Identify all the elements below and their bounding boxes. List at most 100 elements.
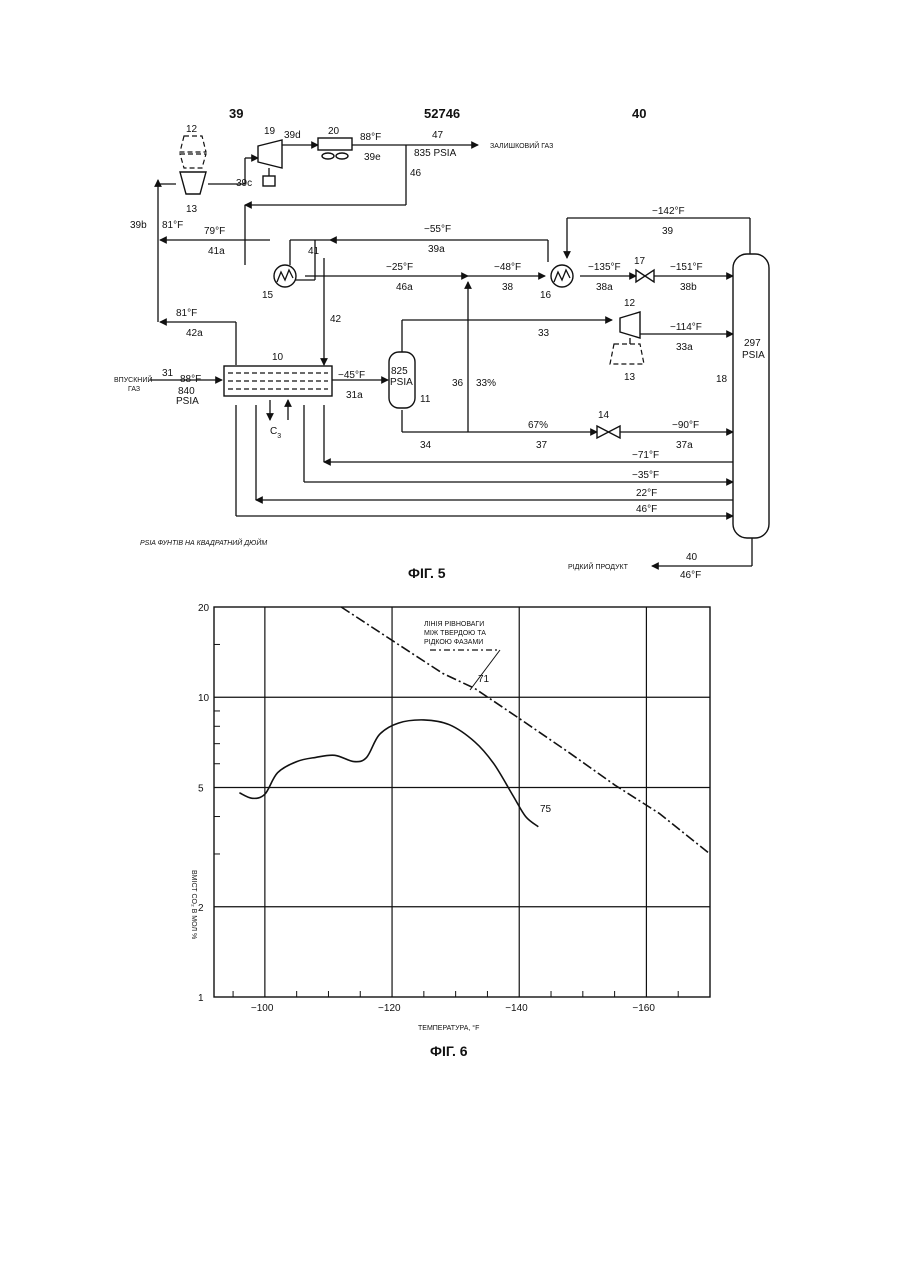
label-81F-b: 81°F xyxy=(176,308,197,319)
psia-footnote: PSIA ФУНТІВ НА КВАДРАТНИЙ ДЮЙМ xyxy=(140,538,267,547)
x-tick-label: −140 xyxy=(505,1003,528,1014)
label-835: 835 PSIA xyxy=(414,148,457,159)
label-19: 19 xyxy=(264,126,276,137)
label-90F: −90°F xyxy=(672,420,699,431)
valve-17 xyxy=(636,270,654,282)
label-37: 37 xyxy=(536,440,548,451)
label-48F: −48°F xyxy=(494,262,521,273)
label-135F: −135°F xyxy=(588,262,621,273)
label-41: 41 xyxy=(308,246,320,257)
y-tick-label: 1 xyxy=(198,993,204,1004)
process-flow-diagram: 12 13 19 39d 20 88°F 39e 47 835 PSIA ЗАЛ… xyxy=(0,0,900,600)
curve-label-71: 71 xyxy=(478,674,490,685)
label-81F-a: 81°F xyxy=(162,220,183,231)
label-12a: 12 xyxy=(186,124,198,135)
fig5-caption: ФІГ. 5 xyxy=(408,565,446,581)
compressor-13-mid xyxy=(610,344,644,364)
label-42a: 42a xyxy=(186,328,203,339)
label-46F: 46°F xyxy=(636,504,657,515)
label-39: 39 xyxy=(662,226,674,237)
liquid-product-label: РІДКИЙ ПРОДУКТ xyxy=(568,562,629,571)
compressor-19 xyxy=(258,140,282,168)
label-16: 16 xyxy=(540,290,552,301)
label-13b: 13 xyxy=(624,372,636,383)
x-axis-title: ТЕМПЕРАТУРА, °F xyxy=(418,1024,479,1032)
label-840-psia: PSIA xyxy=(176,396,199,407)
x-tick-label: −100 xyxy=(251,1003,274,1014)
label-88F-in: 88°F xyxy=(180,374,201,385)
label-35F: −35°F xyxy=(632,470,659,481)
c3-label: C3 xyxy=(270,426,281,440)
label-39a: 39a xyxy=(428,244,445,255)
label-39e: 39e xyxy=(364,152,381,163)
chart-plot-area: −100−120−140−1602010521 xyxy=(198,603,710,1014)
air-cooler-20 xyxy=(318,138,352,150)
legend-line-1: ЛІНІЯ РІВНОВАГИ xyxy=(424,621,484,628)
label-39b: 39b xyxy=(130,220,147,231)
label-39d: 39d xyxy=(284,130,301,141)
label-33-percent: 33% xyxy=(476,378,496,389)
curve-label-75: 75 xyxy=(540,804,552,815)
label-40: 40 xyxy=(686,552,698,563)
expander-12 xyxy=(620,312,640,338)
chart-frame xyxy=(214,607,710,997)
label-22F: 22°F xyxy=(636,488,657,499)
label-41a: 41a xyxy=(208,246,225,257)
column-pressure-1: 297 xyxy=(744,338,761,349)
label-31a: 31a xyxy=(346,390,363,401)
inlet-gas-label-2: ГАЗ xyxy=(128,386,140,393)
x-tick-label: −120 xyxy=(378,1003,401,1014)
label-14: 14 xyxy=(598,410,610,421)
y-tick-label: 20 xyxy=(198,603,210,614)
label-38a: 38a xyxy=(596,282,613,293)
label-12b: 12 xyxy=(624,298,636,309)
label-88F-top: 88°F xyxy=(360,132,381,143)
y-tick-label: 5 xyxy=(198,783,204,794)
series-line-71 xyxy=(341,607,710,854)
label-18: 18 xyxy=(716,374,728,385)
equipment xyxy=(180,136,769,538)
demethanizer-column-18 xyxy=(733,254,769,538)
label-37a: 37a xyxy=(676,440,693,451)
label-25F: −25°F xyxy=(386,262,413,273)
column-pressure-2: PSIA xyxy=(742,350,765,361)
compressor-12-top xyxy=(180,136,206,152)
residual-gas-label: ЗАЛИШКОВИЙ ГАЗ xyxy=(490,141,553,150)
expander-13-top xyxy=(180,172,206,194)
stream-labels: 12 13 19 39d 20 88°F 39e 47 835 PSIA ЗАЛ… xyxy=(114,124,765,581)
label-79F: 79°F xyxy=(204,226,225,237)
label-15: 15 xyxy=(262,290,274,301)
label-47: 47 xyxy=(432,130,444,141)
inlet-gas-label-1: ВПУСКНИЙ xyxy=(114,375,152,384)
label-46F-out: 46°F xyxy=(680,570,701,581)
label-71F: −71°F xyxy=(632,450,659,461)
x-tick-label: −160 xyxy=(632,1003,655,1014)
valve-14 xyxy=(597,426,620,438)
label-67-percent: 67% xyxy=(528,420,548,431)
label-13a: 13 xyxy=(186,204,198,215)
label-17: 17 xyxy=(634,256,646,267)
label-114F: −114°F xyxy=(670,322,702,333)
label-45F: −45°F xyxy=(338,370,365,381)
label-38: 38 xyxy=(502,282,514,293)
y-tick-label: 2 xyxy=(198,903,204,914)
series-line-75 xyxy=(239,720,538,827)
label-34: 34 xyxy=(420,440,432,451)
label-42: 42 xyxy=(330,314,342,325)
chart-text: ЛІНІЯ РІВНОВАГИ МІЖ ТВЕРДОЮ ТА РІДКОЮ ФА… xyxy=(190,621,552,1059)
label-11: 11 xyxy=(420,394,431,405)
label-31: 31 xyxy=(162,368,174,379)
label-55F: −55°F xyxy=(424,224,451,235)
label-38b: 38b xyxy=(680,282,697,293)
label-151F: −151°F xyxy=(670,262,703,273)
separator-pressure-2: PSIA xyxy=(390,377,413,388)
label-33: 33 xyxy=(538,328,550,339)
label-20: 20 xyxy=(328,126,340,137)
label-142F: −142°F xyxy=(652,206,685,217)
label-46a: 46a xyxy=(396,282,413,293)
fig6-caption: ФІГ. 6 xyxy=(430,1043,468,1059)
separator-pressure-1: 825 xyxy=(391,366,408,377)
legend-line-2: МІЖ ТВЕРДОЮ ТА xyxy=(424,630,486,637)
legend-leader xyxy=(470,650,500,690)
label-39c: 39c xyxy=(236,178,252,189)
